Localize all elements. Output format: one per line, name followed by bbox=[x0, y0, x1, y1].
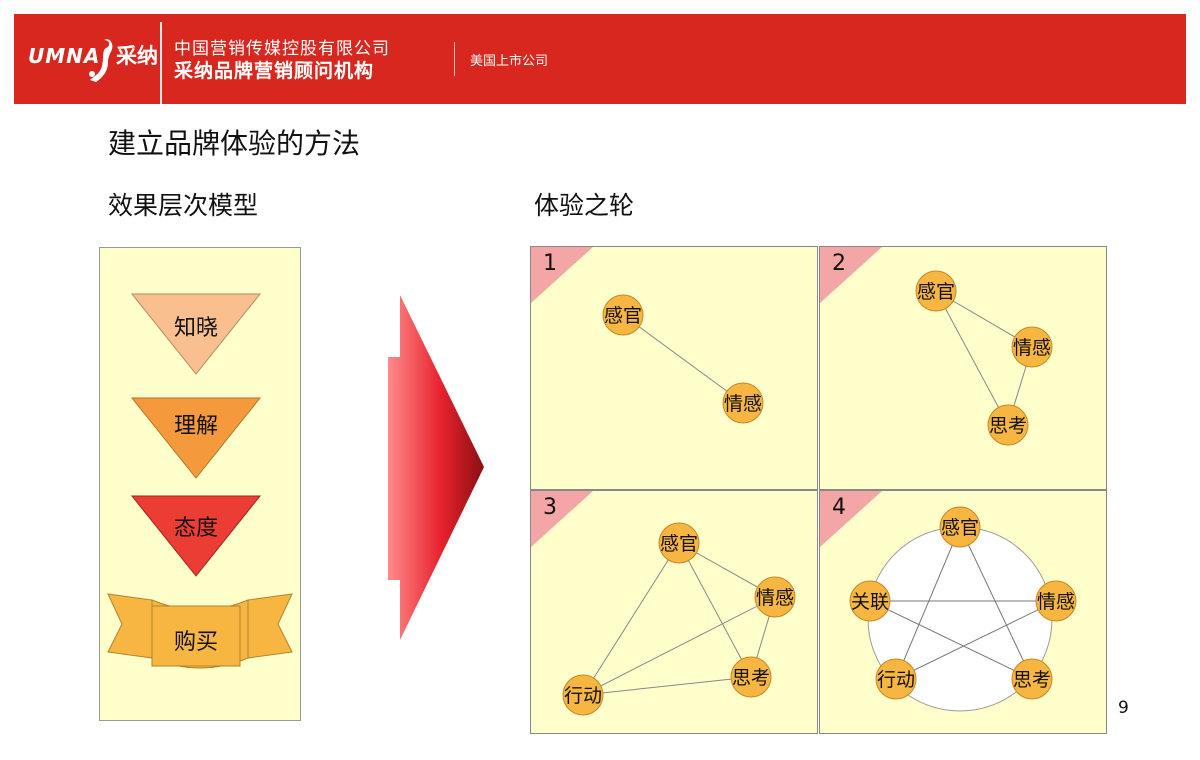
node-feel bbox=[754, 576, 796, 618]
company-name-line2: 采纳品牌营销顾问机构 bbox=[174, 60, 375, 82]
hierarchy-model-heading: 效果层次模型 bbox=[108, 191, 259, 220]
logo-figure-icon bbox=[89, 39, 113, 82]
wheel-cell-3-graph: 感官 情感 思考 行动 bbox=[531, 491, 796, 716]
level-awareness-label: 知晓 bbox=[173, 316, 218, 341]
node-sense bbox=[939, 506, 981, 548]
cell-number-1: 1 bbox=[543, 251, 557, 276]
node-feel-label: 情感 bbox=[724, 393, 762, 415]
node-feel bbox=[722, 382, 764, 424]
node-act-label: 行动 bbox=[877, 669, 915, 691]
node-think bbox=[1011, 658, 1053, 700]
node-think-label: 思考 bbox=[1013, 669, 1051, 691]
node-act-label: 行动 bbox=[564, 685, 602, 707]
hierarchy-shapes bbox=[107, 293, 293, 669]
node-feel bbox=[1011, 326, 1053, 368]
cell-number-3: 3 bbox=[543, 495, 557, 520]
header-banner: UMNA 采纳 中国营销传媒控股有限公司 采纳品牌营销顾问机构 美国上市公司 bbox=[14, 14, 1186, 104]
node-relate bbox=[849, 580, 891, 622]
transition-arrow bbox=[388, 295, 484, 640]
node-think bbox=[730, 656, 772, 698]
node-feel-label: 情感 bbox=[756, 587, 794, 609]
node-sense bbox=[658, 522, 700, 564]
header-separator bbox=[454, 42, 455, 76]
wheel-cell-4: 感官 情感 思考 行动 关联 4 bbox=[819, 490, 1107, 734]
wheel-cell-2-graph: 感官 情感 思考 bbox=[820, 247, 1053, 446]
level-understanding-triangle bbox=[130, 397, 262, 479]
node-sense bbox=[915, 270, 957, 312]
node-act bbox=[875, 658, 917, 700]
company-logo: UMNA 采纳 bbox=[24, 30, 159, 90]
node-think bbox=[987, 404, 1029, 446]
node-feel bbox=[1035, 580, 1077, 622]
listed-company-label: 美国上市公司 bbox=[470, 54, 549, 69]
node-sense-label: 感官 bbox=[604, 305, 642, 327]
header-divider bbox=[160, 22, 162, 104]
level-purchase-label: 购买 bbox=[173, 630, 218, 655]
node-sense-label: 感官 bbox=[917, 281, 955, 303]
node-relate-label: 关联 bbox=[851, 591, 889, 613]
node-feel-label: 情感 bbox=[1037, 591, 1075, 613]
node-sense bbox=[602, 294, 644, 336]
node-sense-label: 感官 bbox=[660, 533, 698, 555]
wheel-cell-1-graph: 感官 情感 bbox=[531, 247, 764, 424]
cell-number-4: 4 bbox=[832, 495, 846, 520]
wheel-cell-1: 感官 情感 1 bbox=[530, 246, 818, 490]
experience-wheel-heading: 体验之轮 bbox=[534, 191, 635, 220]
node-think-label: 思考 bbox=[989, 415, 1027, 437]
node-act bbox=[562, 674, 604, 716]
company-name-line1: 中国营销传媒控股有限公司 bbox=[174, 39, 390, 59]
page-number: 9 bbox=[1118, 698, 1129, 718]
level-attitude-label: 态度 bbox=[173, 516, 218, 541]
logo-latin-text: UMNA bbox=[28, 44, 101, 68]
experience-wheel-grid: 感官 情感 1 感官 情感 思考 2 bbox=[530, 246, 1108, 736]
cell-number-2: 2 bbox=[832, 251, 846, 276]
slide-title: 建立品牌体验的方法 bbox=[108, 127, 361, 160]
logo-cn-text: 采纳 bbox=[116, 44, 158, 68]
wheel-cell-2: 感官 情感 思考 2 bbox=[819, 246, 1107, 490]
node-sense-label: 感官 bbox=[941, 517, 979, 539]
level-awareness-triangle bbox=[130, 293, 262, 375]
node-feel-label: 情感 bbox=[1013, 337, 1051, 359]
level-understanding-label: 理解 bbox=[173, 414, 218, 439]
wheel-cell-3: 感官 情感 思考 行动 3 bbox=[530, 490, 818, 734]
level-attitude-triangle bbox=[130, 495, 262, 577]
node-think-label: 思考 bbox=[732, 667, 770, 689]
purchase-ribbon bbox=[107, 593, 293, 669]
hierarchy-panel: 知晓 理解 态度 购买 bbox=[99, 247, 301, 721]
wheel-cell-4-graph: 感官 情感 思考 行动 关联 bbox=[820, 491, 1077, 712]
